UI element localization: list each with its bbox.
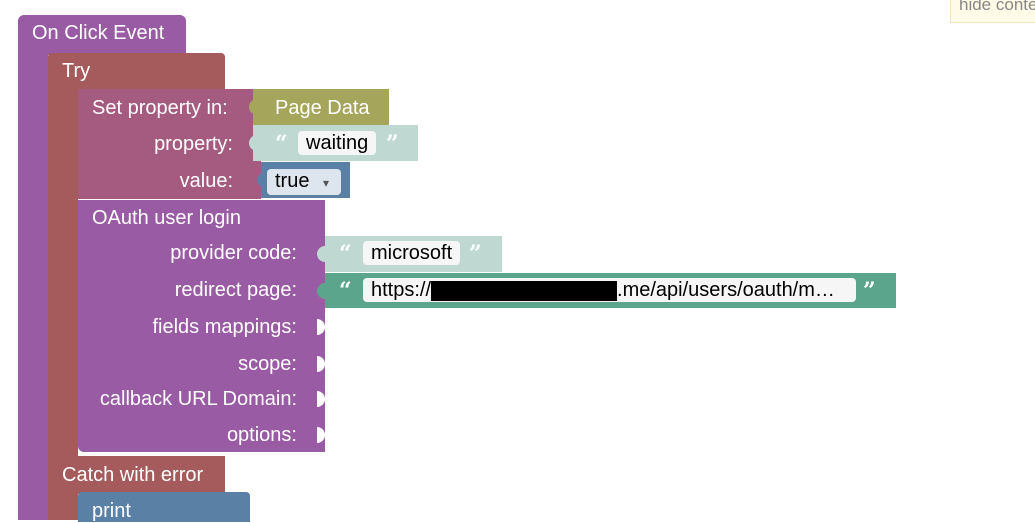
hide-content-tooltip[interactable]: hide conte: [950, 0, 1035, 23]
oauth-block[interactable]: [78, 200, 325, 452]
scope-label: scope:: [238, 353, 297, 375]
redirect-value-end: .me/api/users/oauth/m…: [617, 279, 835, 301]
open-quote-icon: “: [339, 278, 352, 304]
catch-spine: [48, 490, 78, 520]
provider-text-connector: [317, 246, 325, 262]
provider-code-field[interactable]: microsoft: [363, 241, 461, 265]
boolean-dropdown[interactable]: true ▾: [267, 169, 341, 195]
options-input-slot[interactable]: [317, 427, 325, 443]
close-quote-icon: ”: [386, 131, 399, 157]
set-property-label: Set property in:: [92, 97, 228, 119]
open-quote-icon: “: [275, 131, 288, 157]
close-quote-icon: ”: [469, 241, 482, 267]
catch-block[interactable]: [48, 456, 225, 494]
close-quote-icon: ”: [863, 278, 876, 304]
property-label: property:: [154, 133, 233, 155]
options-label: options:: [226, 424, 297, 446]
redacted-region: [431, 280, 618, 301]
redirect-page-label: redirect page:: [174, 279, 297, 301]
try-label: Try: [62, 60, 91, 82]
scope-input-slot[interactable]: [317, 356, 325, 372]
chevron-down-icon: ▾: [323, 176, 330, 190]
property-value-field[interactable]: waiting: [298, 131, 377, 155]
catch-label: Catch with error: [62, 464, 204, 486]
boolean-connector: [257, 172, 265, 188]
open-quote-icon: “: [339, 241, 352, 267]
callback-url-input-slot[interactable]: [317, 391, 325, 407]
redirect-value-start: https://: [371, 279, 432, 301]
on-click-event-spine: [18, 50, 48, 520]
page-data-block[interactable]: [253, 89, 389, 125]
page-data-connector: [249, 99, 257, 115]
print-label: print: [92, 500, 131, 522]
try-block-spine: [48, 88, 78, 460]
boolean-value: true: [275, 170, 310, 192]
value-label: value:: [179, 170, 233, 192]
fields-mappings-input-slot[interactable]: [317, 319, 325, 335]
fields-mappings-label: fields mappings:: [152, 316, 297, 338]
callback-url-domain-label: callback URL Domain:: [99, 388, 297, 410]
property-text-connector: [249, 135, 257, 151]
set-property-block[interactable]: [78, 89, 261, 199]
try-block[interactable]: [48, 53, 225, 91]
redirect-text-connector: [317, 283, 325, 299]
provider-code-label: provider code:: [170, 242, 297, 264]
on-click-event-label: On Click Event: [32, 22, 165, 44]
on-click-event-block[interactable]: [18, 15, 186, 55]
tooltip-text: hide conte: [959, 0, 1035, 14]
redirect-page-field[interactable]: https:// .me/api/users/oauth/m…: [363, 278, 856, 302]
oauth-title: OAuth user login: [92, 207, 241, 229]
page-data-label: Page Data: [275, 97, 370, 119]
